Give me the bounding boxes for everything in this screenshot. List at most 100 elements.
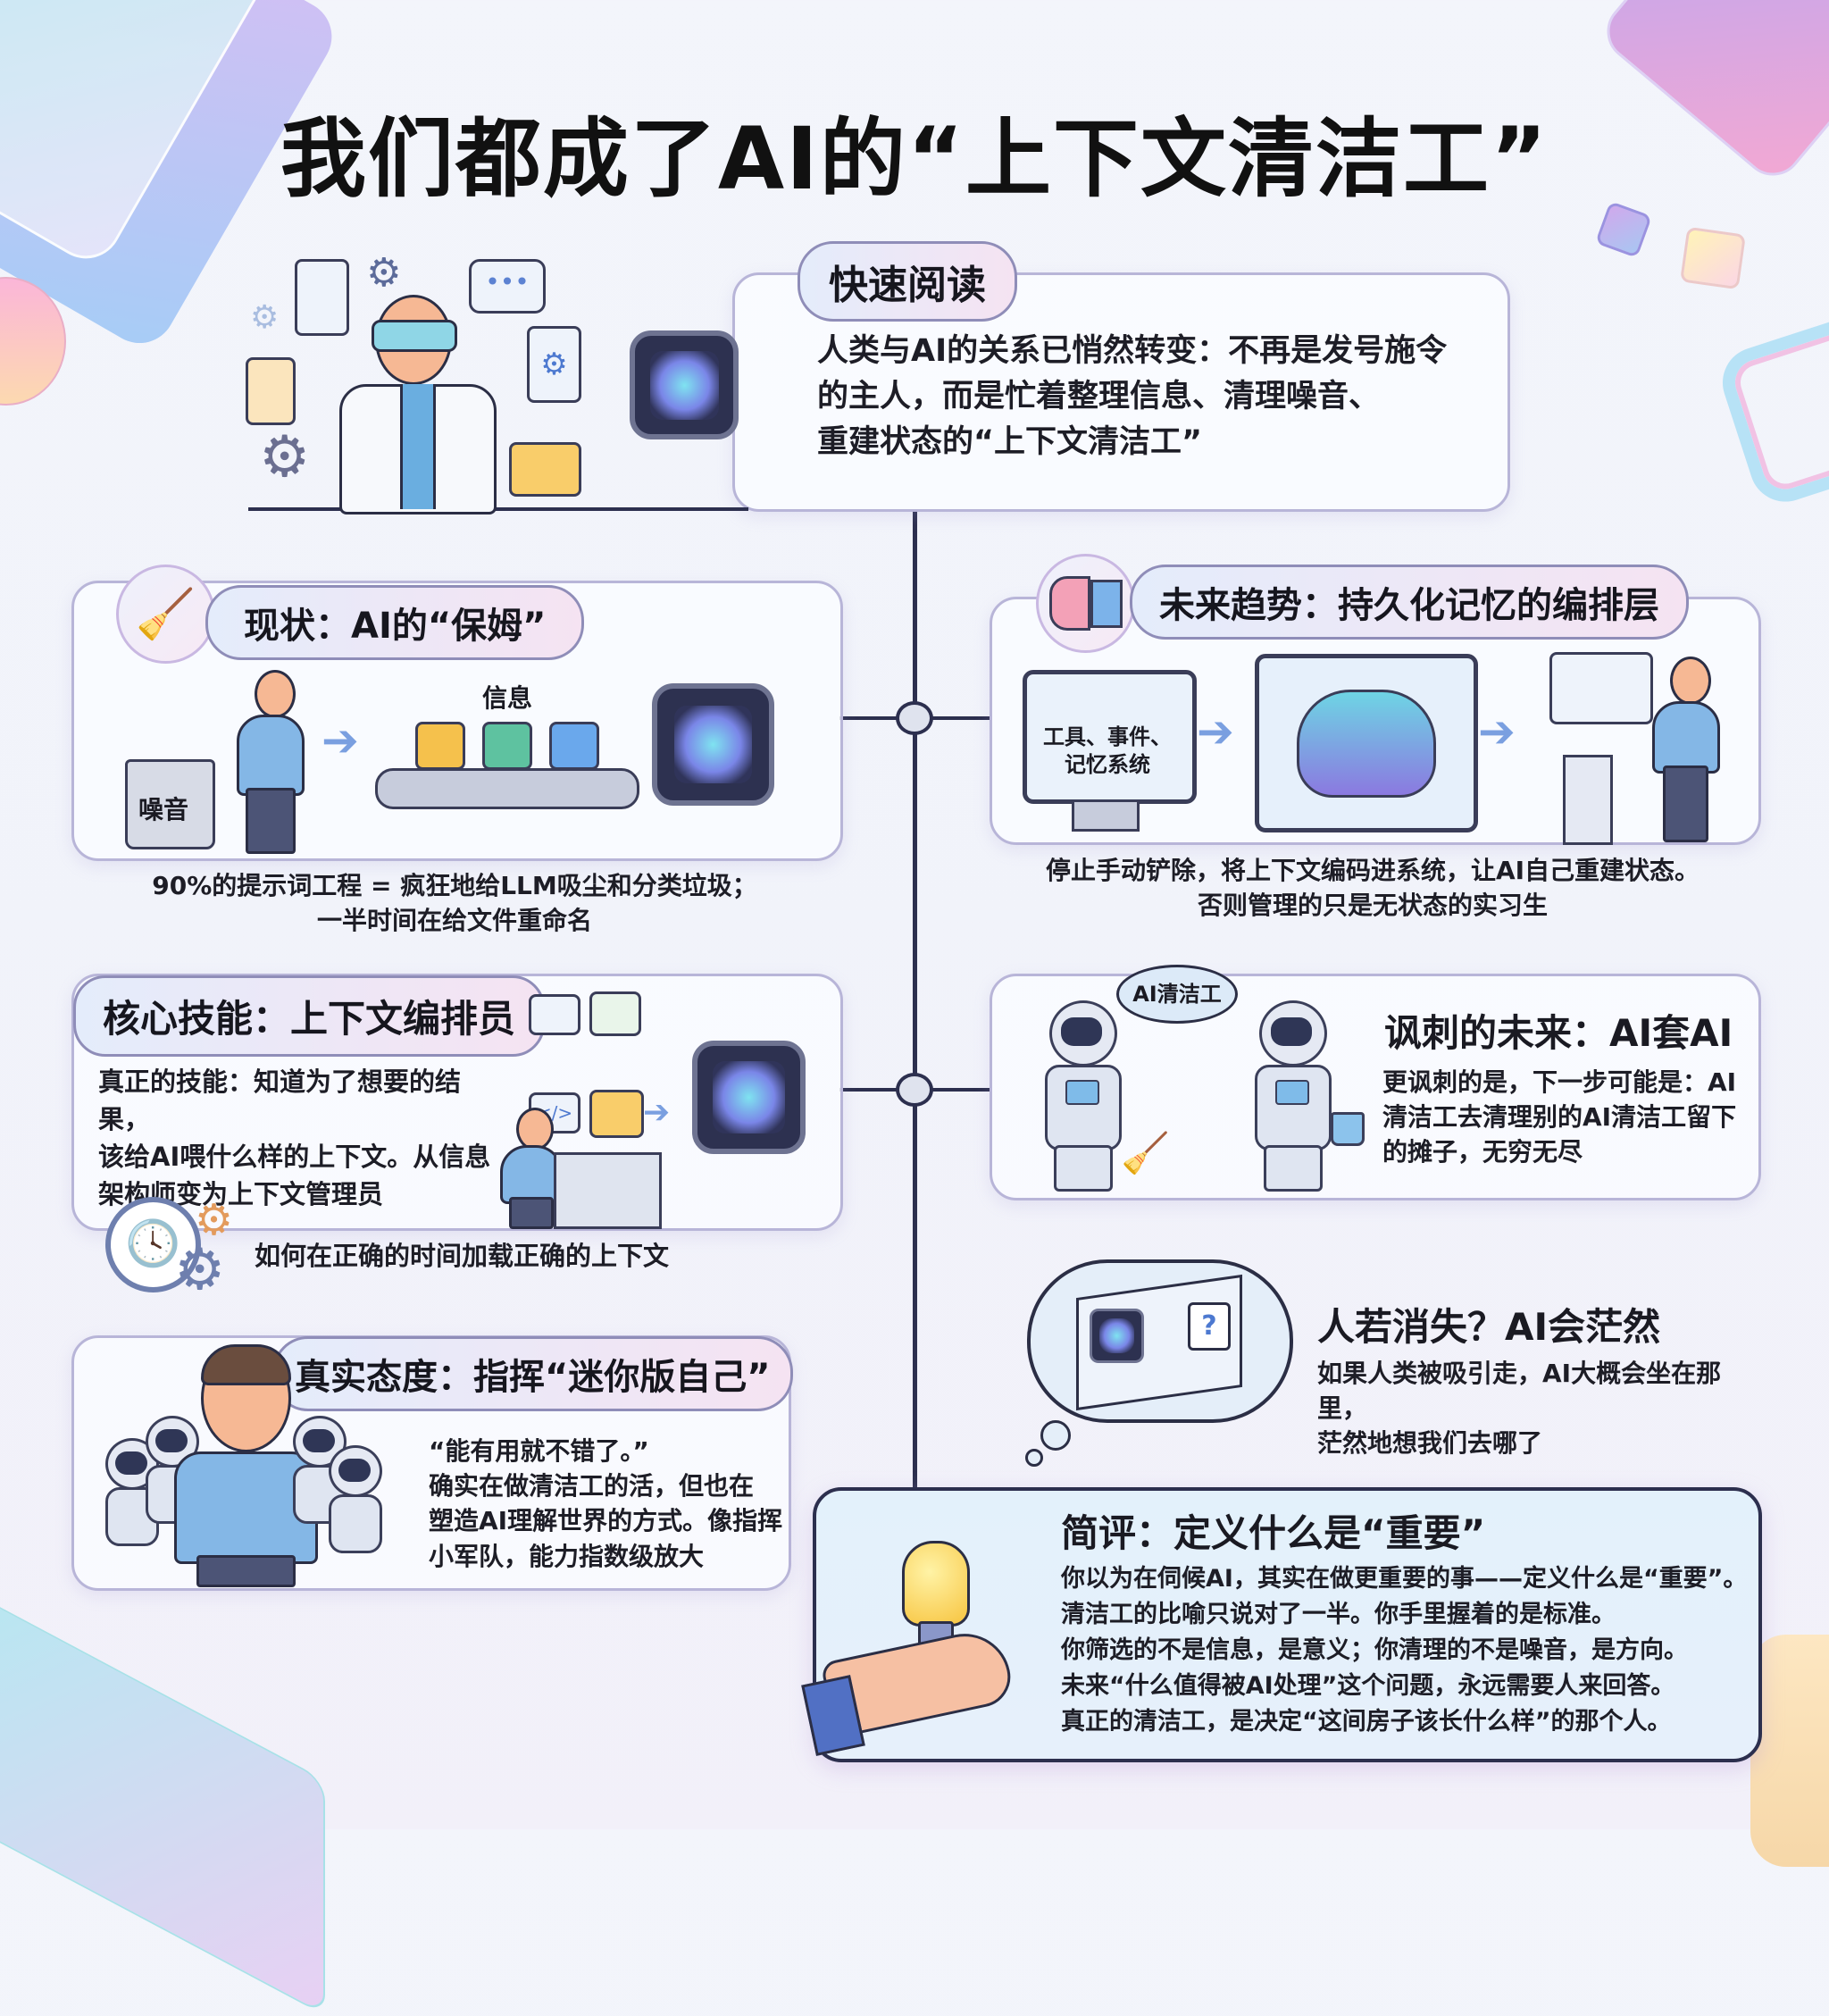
ai-chip-icon — [692, 1041, 806, 1154]
caption-line: 90%的提示词工程 = 疯狂地给LLM吸尘和分类垃圾； — [152, 871, 757, 900]
quick-read-illustration: ⚙ ⚙ ⚙ ••• ⚙ — [241, 241, 750, 514]
arrow-right-icon: ➔ — [1478, 706, 1516, 757]
document-icon — [295, 259, 349, 336]
summary-card — [813, 1487, 1762, 1762]
chat-bubble-icon: ••• — [469, 259, 546, 314]
speech-bubble: AI清洁工 — [1116, 965, 1238, 1024]
quick-read-line: 的主人，而是忙着整理信息、清理噪音、 — [817, 378, 1381, 414]
monitor-icon — [1023, 670, 1197, 804]
real-attitude-line: 塑造AI理解世界的方式。像指挥 — [429, 1506, 783, 1536]
real-attitude-label: 真实态度：指挥“迷你版自己” — [272, 1336, 793, 1411]
summary-line: 你以为在伺候AI，其实在做更重要的事——定义什么是“重要”。 — [1061, 1565, 1748, 1593]
brain-icon — [1297, 689, 1436, 798]
status-quo-caption: 90%的提示词工程 = 疯狂地给LLM吸尘和分类垃圾； 一半时间在给文件重命名 — [71, 868, 838, 938]
caption-line: 否则管理的只是无状态的实习生 — [1197, 891, 1548, 921]
gear-icon: ⚙ — [250, 299, 280, 336]
trash-bin-icon — [125, 759, 215, 849]
quick-read-label: 快速阅读 — [798, 241, 1017, 322]
robot-cleaner-icon — [1027, 1000, 1134, 1192]
image-icon — [589, 991, 641, 1036]
arrow-right-icon: ➔ — [643, 1094, 671, 1131]
settings-file-icon: ⚙ — [527, 326, 581, 403]
summary-line: 清洁工的比喻只说对了一半。你手里握着的是标准。 — [1061, 1600, 1616, 1628]
gear-icon: ⚙ — [174, 1237, 226, 1303]
gear-icon: ⚙ — [195, 1195, 234, 1245]
conveyor-belt-icon — [375, 768, 639, 809]
summary-text: 你以为在伺候AI，其实在做更重要的事——定义什么是“重要”。 清洁工的比喻只说对… — [1061, 1561, 1749, 1740]
gear-icon: ⚙ — [366, 250, 402, 296]
real-attitude-line: “能有用就不错了。” — [429, 1436, 649, 1466]
summary-line: 你筛选的不是信息，是意义；你清理的不是噪音，是方向。 — [1061, 1635, 1688, 1664]
thought-bubble-dot — [1025, 1449, 1043, 1467]
lightbulb-icon — [902, 1541, 970, 1627]
question-bubble-icon: ? — [1188, 1302, 1231, 1351]
decorative-small-square — [1680, 226, 1746, 290]
display-kiosk-icon — [1549, 652, 1653, 724]
broom-icon: 🧹 — [116, 565, 215, 664]
status-quo-illustration: 噪音 ➔ 信息 — [107, 661, 822, 854]
status-quo-label: 现状：AI的“保姆” — [205, 585, 585, 660]
page-title: 我们都成了AI的“上下文清洁工” — [280, 109, 1549, 209]
if-humans-vanish-text: 如果人类被吸引走，AI大概会坐在那里， 茫然地想我们去哪了 — [1317, 1356, 1764, 1461]
core-skill-footnote: 如何在正确的时间加载正确的上下文 — [255, 1241, 670, 1271]
info-block-icon — [415, 722, 465, 770]
core-skill-line: 该给AI喂什么样的上下文。从信息 — [98, 1142, 491, 1173]
monitor-stand — [1072, 799, 1140, 832]
conveyor-label: 信息 — [482, 683, 533, 713]
quick-read-line: 重建状态的“上下文清洁工” — [817, 423, 1203, 460]
timeline-line — [913, 511, 917, 1493]
if-humans-vanish-line: 茫然地想我们去哪了 — [1317, 1428, 1543, 1459]
monitor-label: 工具、事件、 记忆系统 — [1036, 724, 1179, 779]
text-doc-icon — [529, 994, 580, 1035]
trash-bin-label: 噪音 — [138, 795, 189, 824]
monitor-label-line: 记忆系统 — [1065, 752, 1150, 778]
broom-icon: 🧹 — [1121, 1131, 1170, 1176]
quick-read-text: 人类与AI的关系已悄然转变：不再是发号施令 的主人，而是忙着整理信息、清理噪音、… — [817, 329, 1496, 464]
question-mark: ? — [1201, 1310, 1217, 1342]
decorative-corner-shape — [1750, 1635, 1829, 1867]
folder-icon — [509, 442, 581, 497]
real-attitude-text: “能有用就不错了。” 确实在做清洁工的活，但也在 塑造AI理解世界的方式。像指挥… — [429, 1434, 786, 1574]
ai-chip-icon — [630, 330, 739, 439]
brain-chip-icon — [1036, 554, 1135, 653]
summary-line: 真正的清洁工，是决定“这间房子该长什么样”的那个人。 — [1061, 1707, 1672, 1736]
clock-icon: 🕓 — [105, 1197, 201, 1292]
if-humans-vanish-line: 如果人类被吸引走，AI大概会坐在那里， — [1317, 1359, 1722, 1424]
monitor-label-line: 工具、事件、 — [1043, 724, 1172, 749]
core-skill-label: 核心技能：上下文编排员 — [73, 975, 546, 1057]
ironic-future-line: 的摊子，无穷无尽 — [1382, 1137, 1583, 1167]
quick-read-baseline — [248, 507, 748, 511]
ironic-future-label: 讽刺的未来：AI套AI — [1384, 1011, 1733, 1055]
speech-bubble-text: AI清洁工 — [1132, 982, 1222, 1007]
caption-line: 一半时间在给文件重命名 — [316, 906, 592, 936]
ironic-future-line: 清洁工去清理别的AI清洁工留下 — [1382, 1102, 1737, 1133]
kiosk-stand — [1563, 755, 1613, 845]
robot-cleaner-icon — [1237, 1000, 1344, 1192]
future-trend-illustration: 工具、事件、 记忆系统 ➔ ➔ — [1018, 643, 1733, 845]
real-attitude-line: 小军队，能力指数级放大 — [429, 1541, 705, 1571]
info-block-icon — [549, 722, 599, 770]
info-block-icon — [482, 722, 532, 770]
summary-line: 未来“什么值得被AI处理”这个问题，永远需要人来回答。 — [1061, 1671, 1675, 1700]
console-desk — [554, 1152, 662, 1229]
brain-window-icon — [1255, 654, 1478, 832]
ai-chip-icon — [652, 683, 774, 806]
core-skill-text: 真正的技能：知道为了想要的结果， 该给AI喂什么样的上下文。从信息 架构师变为上… — [98, 1063, 509, 1213]
folder-icon — [589, 1090, 644, 1138]
future-trend-label: 未来趋势：持久化记忆的编排层 — [1130, 565, 1689, 640]
future-trend-caption: 停止手动铲除，将上下文编码进系统，让AI自己重建状态。 否则管理的只是无状态的实… — [990, 853, 1756, 923]
timeline-node — [896, 1073, 933, 1107]
if-humans-vanish-label: 人若消失？AI会茫然 — [1317, 1305, 1661, 1349]
caption-line: 停止手动铲除，将上下文编码进系统，让AI自己重建状态。 — [1045, 856, 1700, 885]
gear-icon: ⚙ — [259, 424, 311, 490]
timeline-node — [896, 701, 933, 735]
thought-bubble-dot — [1040, 1420, 1071, 1451]
mini-robot-icon — [322, 1445, 384, 1570]
summary-label: 简评：定义什么是“重要” — [1061, 1511, 1486, 1555]
core-skill-illustration: </> ➔ — [500, 987, 839, 1229]
real-attitude-line: 确实在做清洁工的活，但也在 — [429, 1471, 755, 1502]
ai-chip-icon — [1090, 1309, 1144, 1363]
document-icon — [246, 357, 296, 425]
ironic-future-text: 更讽刺的是，下一步可能是：AI 清洁工去清理别的AI清洁工留下 的摊子，无穷无尽 — [1382, 1065, 1740, 1170]
decorative-ring — [1713, 291, 1829, 511]
